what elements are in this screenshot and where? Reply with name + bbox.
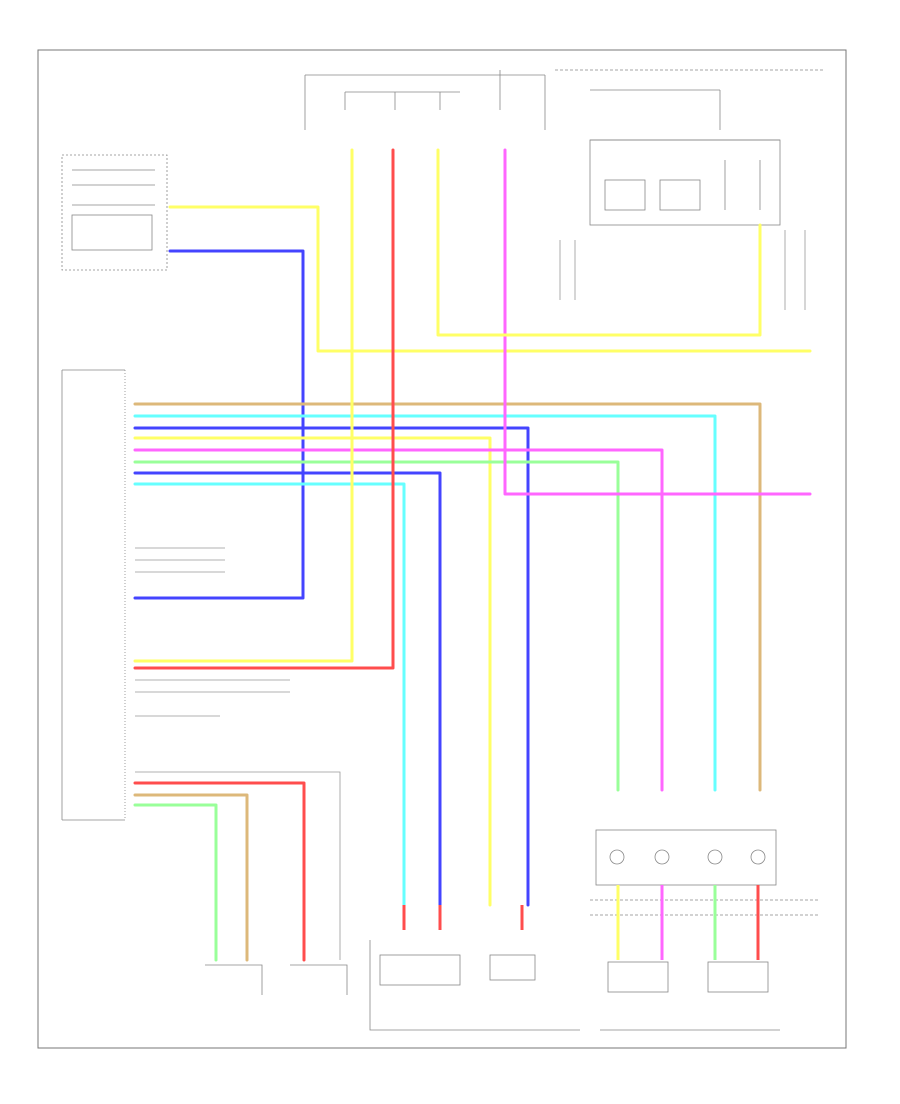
wire-blue-down bbox=[133, 471, 442, 907]
wire-green-top bbox=[133, 460, 620, 792]
fuse-box-bracket bbox=[304, 69, 825, 141]
bottom-stubs bbox=[402, 885, 760, 960]
wire-yellow-top bbox=[133, 436, 492, 907]
bottom-right-module bbox=[590, 829, 820, 1031]
diagram-border bbox=[37, 49, 847, 1049]
wire-blue-top bbox=[133, 426, 530, 907]
wire-yellow-fuse bbox=[436, 148, 762, 337]
wire-red-bottom bbox=[133, 781, 306, 962]
wire-cyan-down bbox=[133, 482, 406, 907]
wire-blue-pcm bbox=[133, 249, 305, 600]
wire-red-left bbox=[133, 148, 395, 670]
wire-tan-bottom bbox=[133, 793, 249, 962]
relay-box bbox=[589, 139, 781, 226]
wire-pink-right bbox=[503, 148, 812, 496]
wire-pink-top bbox=[133, 448, 664, 792]
wire-group bbox=[133, 148, 812, 962]
srs-unit-connector bbox=[61, 369, 126, 821]
thin-lines bbox=[135, 230, 806, 960]
bottom-sensors bbox=[205, 940, 580, 1031]
ecm-pcm-box bbox=[61, 154, 168, 271]
wire-green-bottom bbox=[133, 803, 218, 962]
wire-yellow-left bbox=[133, 148, 354, 663]
wire-yellow-pcm bbox=[168, 205, 812, 353]
wire-cyan-top bbox=[133, 414, 717, 792]
wire-tan-top bbox=[133, 402, 762, 792]
